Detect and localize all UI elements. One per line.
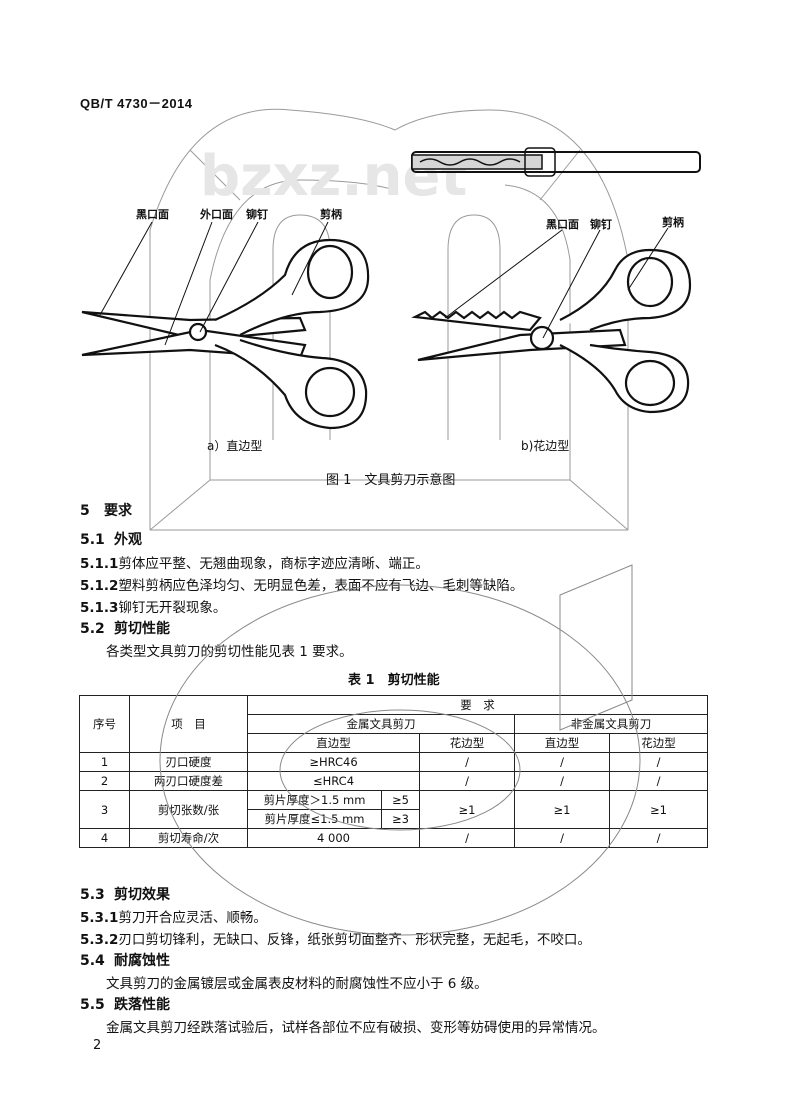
section-title: 外观	[114, 532, 142, 548]
table-row: 1 刃口硬度 ≥HRC46 / / /	[79, 752, 709, 772]
label-outer-edge-a: 外口面	[200, 208, 233, 221]
clause-number: 5.1.1	[80, 556, 119, 572]
section-number: 5.3	[80, 887, 105, 903]
section-number: 5.5	[80, 997, 105, 1013]
shearing-performance-table: 序号 项 目 要 求 金属文具剪刀 非金属文具剪刀 直边型 花边型 直边型 花边…	[79, 695, 709, 848]
side-view-icon	[411, 147, 701, 177]
cell-metal-straight: ≤HRC4	[247, 771, 420, 791]
section-number: 5	[80, 503, 90, 519]
cell-metal-straight: ≥HRC46	[247, 752, 420, 772]
section-5-3-heading: 5.3 剪切效果	[80, 884, 170, 904]
cell-nonmetal-fancy: ≥1	[608, 790, 709, 829]
scissors-figure: bzxz.net	[81, 108, 701, 531]
cell-nonmetal-straight: /	[514, 752, 610, 772]
section-title: 剪切性能	[114, 621, 170, 637]
fancy-scissors-icon	[411, 248, 692, 414]
leader-lines	[99, 221, 669, 346]
figure-caption: 图 1 文具剪刀示意图	[326, 473, 456, 488]
clause-text: 铆钉无开裂现象。	[118, 600, 227, 616]
cell-nonmetal-straight: /	[514, 828, 610, 848]
cell-item: 剪切寿命/次	[129, 828, 248, 848]
section-number: 5.4	[80, 953, 105, 969]
clause-5-1-1: 5.1.1剪体应平整、无翘曲现象，商标字迹应清晰、端正。	[80, 552, 429, 572]
watermark-text: bzxz.net	[200, 144, 467, 209]
cell-sub-label: 剪片厚度＞1.5 mm	[247, 790, 382, 810]
cell-metal-fancy: /	[419, 828, 515, 848]
table-row: 4 剪切寿命/次 4 000 / / /	[79, 828, 709, 848]
subcaption-b: b)花边型	[521, 439, 570, 453]
table-row: 3 剪切张数/张 剪片厚度＞1.5 mm ≥5 ≥1 ≥1 ≥1	[79, 790, 709, 829]
cell-item: 刃口硬度	[129, 752, 248, 772]
cell-seq: 1	[79, 752, 130, 772]
section-title: 要求	[104, 503, 132, 519]
cell-seq: 4	[79, 828, 130, 848]
label-handle-b: 剪柄	[662, 216, 684, 229]
label-rivet-b: 铆钉	[590, 218, 612, 231]
clause-number: 5.3.1	[80, 910, 119, 926]
cell-seq: 3	[79, 790, 130, 829]
cell-item: 两刃口硬度差	[129, 771, 248, 791]
section-number: 5.1	[80, 532, 105, 548]
cell-nonmetal-straight: /	[514, 771, 610, 791]
cell-nonmetal-straight: ≥1	[514, 790, 610, 829]
cell-nonmetal-fancy: /	[608, 828, 709, 848]
watermark-outline	[149, 108, 629, 531]
section-title: 跌落性能	[114, 997, 170, 1013]
section-title: 耐腐蚀性	[114, 953, 170, 969]
cell-metal-straight: 4 000	[247, 828, 420, 848]
subcaption-a: a）直边型	[207, 439, 263, 453]
section-5-5-heading: 5.5 跌落性能	[80, 994, 170, 1014]
clause-5-3-2: 5.3.2刃口剪切锋利，无缺口、反锋，纸张剪切面整齐、形状完整，无起毛，不咬口。	[80, 928, 591, 948]
cell-nonmetal-fancy: /	[608, 771, 709, 791]
header-nonmetal-straight: 直边型	[514, 733, 610, 753]
standard-code: QB/T 4730－2014	[80, 96, 193, 111]
label-rivet-a: 铆钉	[246, 208, 268, 221]
label-black-edge-b: 黑口面	[546, 218, 579, 231]
clause-text: 刃口剪切锋利，无缺口、反锋，纸张剪切面整齐、形状完整，无起毛，不咬口。	[118, 932, 591, 948]
page-number: 2	[93, 1038, 102, 1053]
header-seq: 序号	[79, 695, 130, 753]
cell-nonmetal-fancy: /	[608, 752, 709, 772]
cell-item: 剪切张数/张	[129, 790, 248, 829]
label-black-edge-a: 黑口面	[136, 208, 169, 221]
clause-5-1-3: 5.1.3铆钉无开裂现象。	[80, 596, 226, 616]
section-5-1-heading: 5.1 外观	[80, 529, 142, 549]
straight-scissors-icon	[81, 238, 370, 430]
section-5-4-heading: 5.4 耐腐蚀性	[80, 950, 170, 970]
section-title: 剪切效果	[114, 887, 170, 903]
cell-sub-label: 剪片厚度≤1.5 mm	[247, 809, 382, 829]
clause-number: 5.1.3	[80, 600, 119, 616]
header-metal-straight: 直边型	[247, 733, 420, 753]
cell-metal-fancy: /	[419, 771, 515, 791]
clause-5-1-2: 5.1.2塑料剪柄应色泽均匀、无明显色差，表面不应有飞边、毛刺等缺陷。	[80, 574, 523, 594]
cell-sub-value: ≥3	[381, 809, 420, 829]
header-item: 项 目	[129, 695, 248, 753]
section-5-heading: 5 要求	[80, 500, 132, 520]
section-5-2-heading: 5.2 剪切性能	[80, 618, 170, 638]
table-title: 表 1 剪切性能	[348, 673, 440, 688]
header-requirement: 要 求	[246, 695, 709, 715]
cell-seq: 2	[79, 771, 130, 791]
cell-sub-value: ≥5	[381, 790, 420, 810]
header-metal: 金属文具剪刀	[247, 714, 515, 734]
label-handle-a: 剪柄	[320, 208, 342, 221]
clause-number: 5.3.2	[80, 932, 119, 948]
clause-text: 剪体应平整、无翘曲现象，商标字迹应清晰、端正。	[118, 556, 429, 572]
header-nonmetal-fancy: 花边型	[608, 733, 709, 753]
header-nonmetal: 非金属文具剪刀	[513, 714, 709, 734]
clause-text: 剪刀开合应灵活、顺畅。	[118, 910, 267, 926]
cell-metal-fancy: /	[419, 752, 515, 772]
section-5-5-text: 金属文具剪刀经跌落试验后，试样各部位不应有破损、变形等妨碍使用的异常情况。	[106, 1020, 606, 1036]
table-row: 2 两刃口硬度差 ≤HRC4 / / /	[79, 771, 709, 791]
section-5-2-text: 各类型文具剪刀的剪切性能见表 1 要求。	[106, 644, 353, 660]
section-5-4-text: 文具剪刀的金属镀层或金属表皮材料的耐腐蚀性不应小于 6 级。	[106, 976, 488, 992]
header-metal-fancy: 花边型	[419, 733, 515, 753]
section-number: 5.2	[80, 621, 105, 637]
clause-number: 5.1.2	[80, 578, 119, 594]
clause-text: 塑料剪柄应色泽均匀、无明显色差，表面不应有飞边、毛刺等缺陷。	[118, 578, 524, 594]
clause-5-3-1: 5.3.1剪刀开合应灵活、顺畅。	[80, 906, 267, 926]
cell-metal-fancy: ≥1	[419, 790, 515, 829]
